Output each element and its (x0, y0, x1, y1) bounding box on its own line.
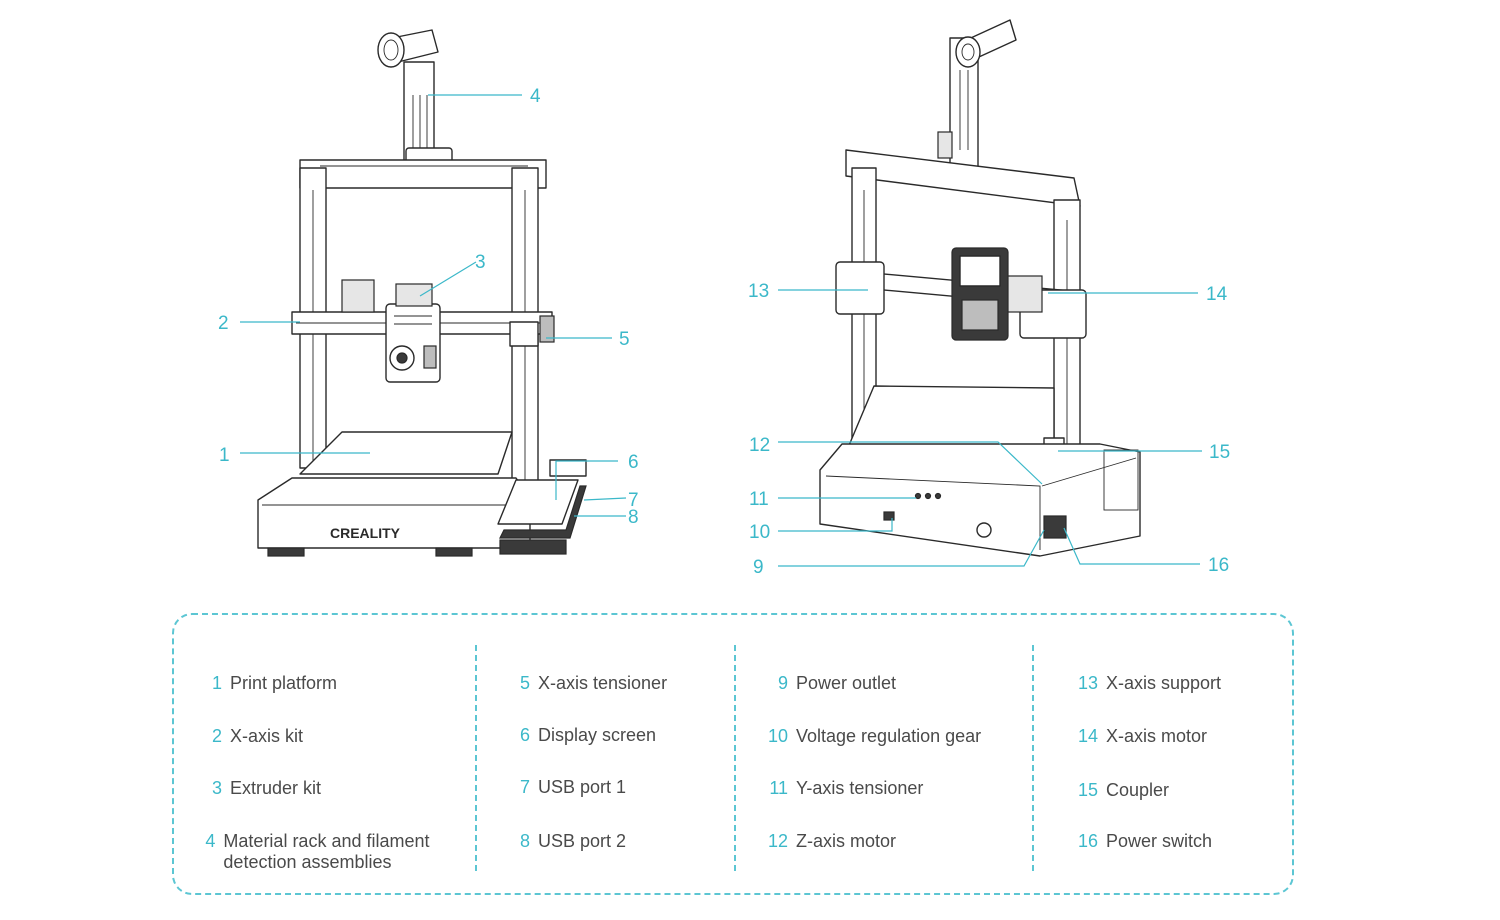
legend-item-extruder-kit: 3 Extruder kit (211, 778, 322, 798)
legend-item-usb-port-1: 7 USB port 1 (519, 777, 627, 797)
legend-item-usb-port-2: 8 USB port 2 (519, 831, 627, 851)
legend-item-print-platform: 1 Print platform (211, 673, 338, 693)
front-view-printer: CREALITY (257, 29, 587, 557)
callout-12: 12 (749, 435, 770, 456)
callout-16: 16 (1208, 555, 1229, 576)
legend-item-material-rack: 4 Material rack and filament detection a… (205, 831, 430, 872)
legend-item-x-axis-support: 13 X-axis support (1077, 673, 1222, 693)
brand-logo: CREALITY (330, 525, 401, 541)
legend-item-voltage-regulation-gear: 10 Voltage regulation gear (767, 726, 982, 746)
legend-item-power-outlet: 9 Power outlet (777, 673, 897, 693)
back-spool-holder (937, 19, 1017, 169)
callout-leaders (240, 94, 1202, 567)
legend-item-y-axis-tensioner: 11 Y-axis tensioner (769, 778, 924, 798)
callout-8: 8 (628, 507, 639, 528)
callout-14: 14 (1206, 284, 1228, 305)
legend-item-coupler: 15 Coupler (1077, 780, 1170, 800)
legend-item-power-switch: 16 Power switch (1077, 831, 1213, 851)
callout-10: 10 (749, 522, 770, 543)
callout-numbers: 4 3 2 5 1 6 7 8 13 14 12 15 11 10 9 16 (218, 86, 1230, 578)
parts-legend: 1 Print platform 2 X-axis kit 3 Extruder… (172, 613, 1294, 895)
callout-13: 13 (748, 281, 769, 302)
callout-9: 9 (753, 557, 764, 578)
callout-15: 15 (1209, 442, 1230, 463)
legend-item-display-screen: 6 Display screen (519, 725, 657, 745)
legend-divider (475, 645, 477, 871)
legend-item-x-axis-tensioner: 5 X-axis tensioner (519, 673, 668, 693)
callout-4: 4 (530, 86, 541, 107)
legend-item-x-axis-motor: 14 X-axis motor (1077, 726, 1208, 746)
back-extruder (951, 247, 1009, 341)
front-display-module (497, 459, 587, 555)
back-view-printer (819, 19, 1141, 557)
callout-1: 1 (219, 445, 230, 466)
legend-divider (734, 645, 736, 871)
callout-11: 11 (749, 489, 769, 510)
legend-item-z-axis-motor: 12 Z-axis motor (767, 831, 897, 851)
printer-diagram: CREALITY (218, 19, 1230, 578)
legend-divider (1032, 645, 1034, 871)
legend-item-x-axis-kit: 2 X-axis kit (211, 726, 304, 746)
front-extruder (385, 283, 441, 383)
callout-2: 2 (218, 313, 229, 334)
callout-6: 6 (628, 452, 639, 473)
callout-7: 7 (628, 490, 639, 511)
front-spool-holder (377, 29, 453, 177)
callout-3: 3 (475, 252, 486, 273)
callout-5: 5 (619, 329, 630, 350)
